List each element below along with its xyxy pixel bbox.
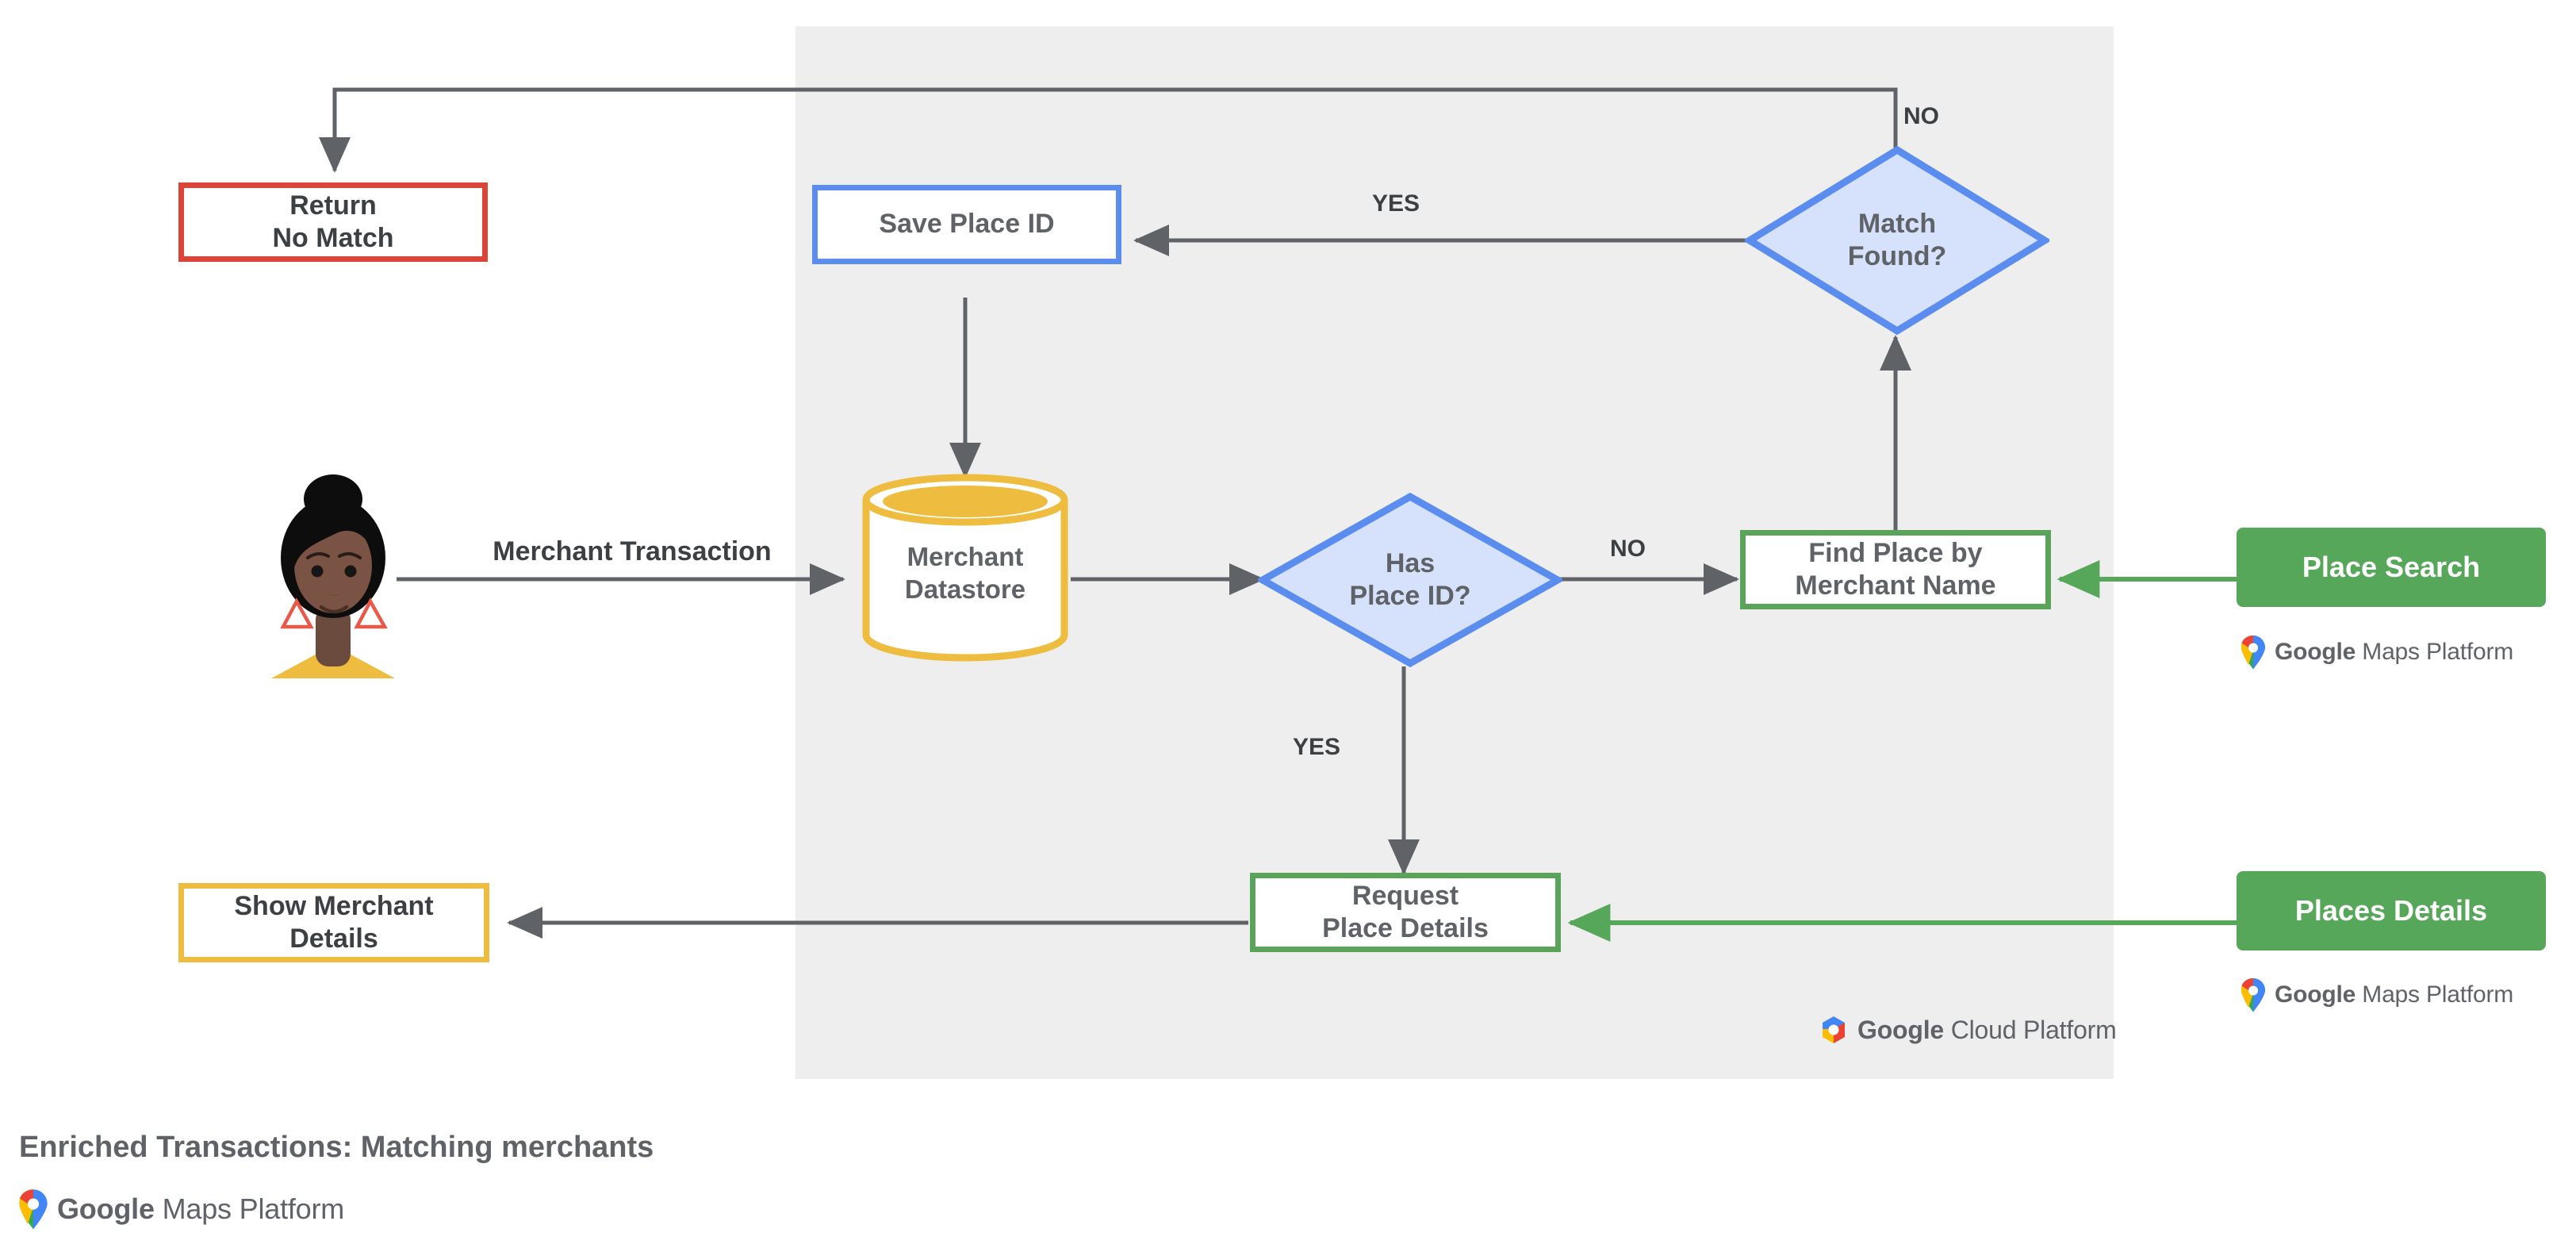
api-chip-place-search-label: Place Search — [2302, 551, 2481, 583]
maps-platform-wordmark: Google Maps Platform — [57, 1192, 344, 1226]
page-title: Enriched Transactions: Matching merchant… — [19, 1131, 654, 1164]
node-request-place-details[interactable]: Request Place Details — [1250, 873, 1561, 952]
logo-google-word: Google — [2275, 981, 2356, 1008]
logo-google-word: Google — [2275, 639, 2356, 665]
maps-platform-wordmark: Google Maps Platform — [2275, 981, 2513, 1008]
node-merchant-datastore-line1: Merchant — [907, 542, 1024, 571]
api-chip-place-search[interactable]: Place Search — [2237, 528, 2546, 607]
node-show-merchant-details-line1: Show Merchant — [234, 890, 434, 921]
edge-label-match-found-yes: YES — [1372, 190, 1420, 217]
node-show-merchant-details[interactable]: Show Merchant Details — [178, 883, 489, 962]
google-cloud-platform-logo: Google Cloud Platform — [1818, 1014, 2117, 1046]
edge-label-has-place-id-no: NO — [1610, 536, 1646, 562]
maps-pin-icon — [19, 1189, 48, 1230]
cloud-hexagon-icon — [1823, 1016, 1845, 1043]
node-find-place-by-merchant-name[interactable]: Find Place by Merchant Name — [1740, 530, 2051, 609]
logo-google-word: Google — [57, 1192, 155, 1225]
logo-maps-platform-word: Maps Platform — [2362, 981, 2514, 1008]
maps-pin-icon — [2241, 635, 2265, 670]
datastore-cylinder-shape — [862, 474, 1068, 662]
node-show-merchant-details-line2: Details — [289, 924, 378, 954]
avatar-illustration — [271, 474, 395, 678]
logo-cloud-platform-word: Cloud Platform — [1950, 1015, 2117, 1044]
node-return-no-match[interactable]: Return No Match — [178, 182, 488, 262]
logo-maps-platform-word: Maps Platform — [162, 1192, 345, 1225]
node-return-no-match-line1: Return — [289, 190, 377, 221]
api-chip-places-details[interactable]: Places Details — [2237, 871, 2546, 951]
node-save-place-id[interactable]: Save Place ID — [812, 185, 1121, 264]
node-request-place-details-line1: Request — [1351, 880, 1459, 911]
edge-label-merchant-transaction: Merchant Transaction — [493, 536, 772, 566]
node-return-no-match-line2: No Match — [272, 223, 394, 253]
logo-google-word: Google — [1857, 1015, 1945, 1044]
api-chip-places-details-label: Places Details — [2294, 894, 2488, 927]
node-find-place-line1: Find Place by — [1808, 537, 1983, 568]
edge-label-has-place-id-yes: YES — [1293, 734, 1341, 760]
logo-maps-platform-word: Maps Platform — [2362, 639, 2514, 665]
node-merchant-datastore[interactable]: Merchant Datastore — [859, 472, 1071, 662]
node-merchant-datastore-label: Merchant Datastore — [859, 540, 1071, 606]
node-save-place-id-label: Save Place ID — [879, 209, 1055, 240]
google-maps-platform-logo-places-details: Google Maps Platform — [2240, 977, 2513, 1012]
edge-label-match-found-no: NO — [1903, 103, 1939, 129]
node-request-place-details-line2: Place Details — [1322, 913, 1489, 943]
merchant-customer-avatar — [262, 464, 404, 678]
cloud-platform-wordmark: Google Cloud Platform — [1857, 1016, 2117, 1045]
maps-platform-wordmark: Google Maps Platform — [2275, 639, 2513, 666]
google-maps-platform-logo-footer: Google Maps Platform — [17, 1189, 344, 1230]
node-merchant-datastore-line2: Datastore — [904, 574, 1026, 605]
node-find-place-line2: Merchant Name — [1795, 570, 1996, 601]
maps-pin-icon — [2241, 977, 2265, 1012]
google-maps-platform-logo-place-search: Google Maps Platform — [2240, 635, 2513, 670]
